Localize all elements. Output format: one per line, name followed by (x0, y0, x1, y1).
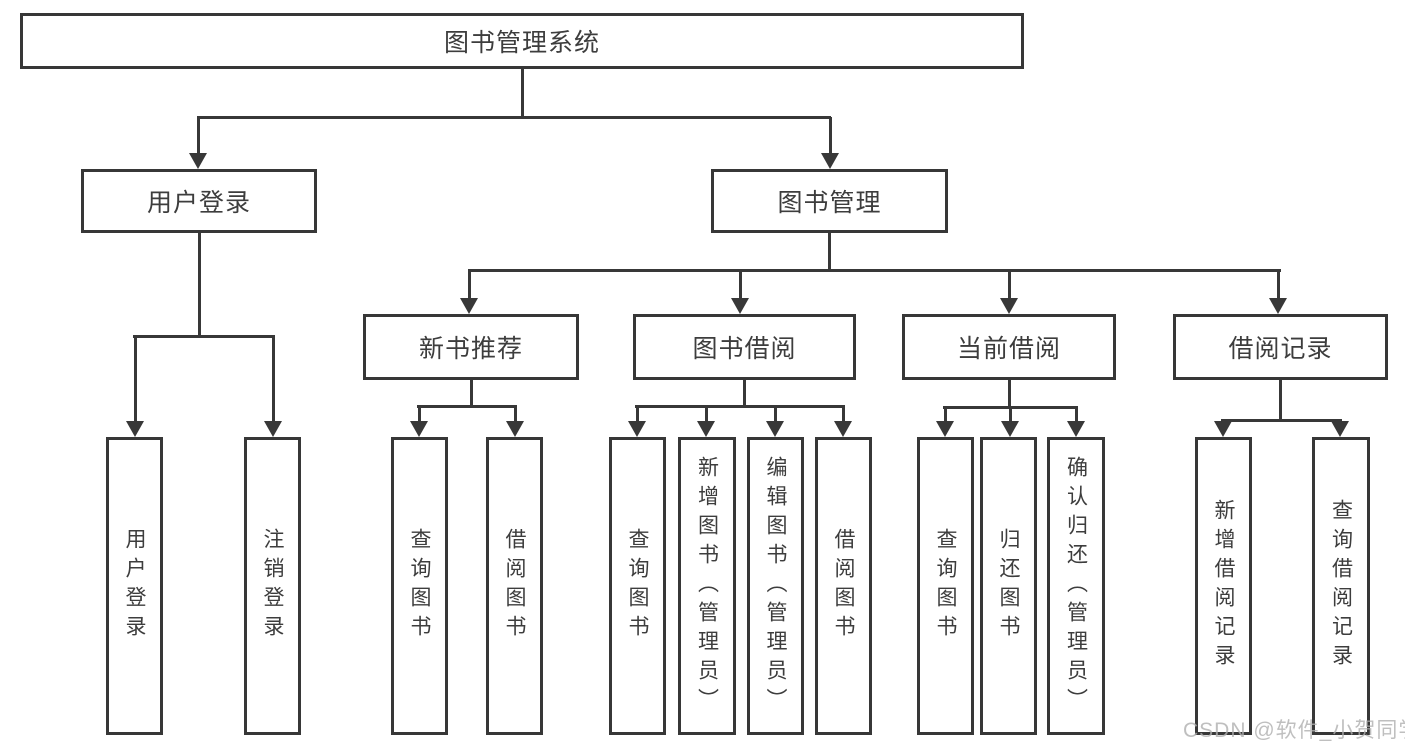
connector-line (1008, 407, 1012, 425)
connector-line (1276, 270, 1280, 302)
node-label: 查询借阅记录 (1329, 499, 1353, 673)
connector-line (133, 336, 137, 425)
node-label: 编辑图书（管理员） (764, 455, 787, 717)
leaf-return-book: 归还图书 (980, 437, 1037, 735)
connector-line (1278, 380, 1282, 422)
connector-line (1007, 270, 1011, 302)
connector-line (196, 117, 200, 157)
node-label: 注销登录 (261, 528, 284, 644)
connector-line (469, 380, 473, 408)
leaf-edit-book-admin: 编辑图书（管理员） (747, 437, 804, 735)
leaf-add-book-admin: 新增图书（管理员） (678, 437, 736, 735)
arrow-down-icon (936, 421, 954, 437)
connector-line (773, 406, 777, 425)
connector-line (417, 404, 517, 408)
connector-line (197, 115, 831, 119)
arrow-down-icon (410, 421, 428, 437)
connector-line (1007, 380, 1011, 409)
node-label: 当前借阅 (956, 335, 1061, 363)
node-label: 新增借阅记录 (1212, 499, 1235, 673)
connector-line (520, 69, 524, 118)
node-label: 借阅记录 (1228, 335, 1333, 363)
connector-line (1221, 418, 1342, 422)
connector-line (468, 268, 1281, 272)
arrow-down-icon (628, 421, 646, 437)
connector-line (467, 270, 471, 302)
node-label: 借阅图书 (832, 528, 855, 644)
connector-line (841, 406, 845, 425)
arrow-down-icon (731, 298, 749, 314)
node-label: 新书推荐 (418, 335, 523, 363)
arrow-down-icon (821, 153, 839, 169)
connector-line (417, 406, 421, 425)
node-label: 查询图书 (934, 528, 957, 644)
node-label: 归还图书 (997, 528, 1020, 644)
node-label: 图书管理 (777, 189, 882, 217)
node-new-book-recommend: 新书推荐 (363, 314, 579, 380)
node-label: 查询图书 (408, 528, 431, 644)
arrow-down-icon (834, 421, 852, 437)
node-root: 图书管理系统 (20, 13, 1024, 69)
arrow-down-icon (126, 421, 144, 437)
connector-line (271, 336, 275, 425)
leaf-query-books-current: 查询图书 (917, 437, 974, 735)
node-book-borrow: 图书借阅 (633, 314, 856, 380)
node-label: 确认归还（管理员） (1064, 455, 1088, 717)
node-borrow-records: 借阅记录 (1173, 314, 1388, 380)
arrow-down-icon (1269, 298, 1287, 314)
connector-line (1074, 407, 1078, 425)
node-book-management: 图书管理 (711, 169, 948, 233)
arrow-down-icon (1001, 421, 1019, 437)
leaf-add-borrow-record: 新增借阅记录 (1195, 437, 1252, 735)
node-label: 用户登录 (123, 528, 146, 644)
leaf-confirm-return-admin: 确认归还（管理员） (1047, 437, 1105, 735)
arrow-down-icon (1331, 421, 1349, 437)
leaf-query-books-borrow: 查询图书 (609, 437, 666, 735)
leaf-borrow-books-recommend: 借阅图书 (486, 437, 543, 735)
leaf-query-books-recommend: 查询图书 (391, 437, 448, 735)
node-label: 图书管理系统 (443, 29, 600, 57)
arrow-down-icon (697, 421, 715, 437)
node-label: 图书借阅 (692, 335, 797, 363)
arrow-down-icon (189, 153, 207, 169)
connector-line (704, 406, 708, 425)
connector-line (943, 407, 947, 425)
connector-line (197, 233, 201, 338)
connector-line (828, 117, 832, 157)
connector-line (513, 406, 517, 425)
node-label: 新增图书（管理员） (695, 455, 719, 717)
leaf-logout: 注销登录 (244, 437, 301, 735)
node-label: 借阅图书 (503, 528, 526, 644)
leaf-borrow-books: 借阅图书 (815, 437, 872, 735)
arrow-down-icon (460, 298, 478, 314)
connector-line (738, 270, 742, 302)
connector-line (635, 406, 639, 425)
csdn-watermark: CSDN @软件_小贺同学 (1183, 719, 1405, 742)
connector-line (133, 334, 275, 338)
connector-line (742, 380, 746, 408)
leaf-query-borrow-record: 查询借阅记录 (1312, 437, 1370, 735)
arrow-down-icon (1067, 421, 1085, 437)
arrow-down-icon (766, 421, 784, 437)
arrow-down-icon (264, 421, 282, 437)
node-current-borrow: 当前借阅 (902, 314, 1116, 380)
node-label: 用户登录 (146, 189, 251, 217)
node-user-login: 用户登录 (81, 169, 317, 233)
node-label: 查询图书 (626, 528, 649, 644)
arrow-down-icon (1214, 421, 1232, 437)
connector-line (635, 404, 845, 408)
arrow-down-icon (1000, 298, 1018, 314)
connector-line (827, 233, 831, 272)
leaf-user-login: 用户登录 (106, 437, 163, 735)
arrow-down-icon (506, 421, 524, 437)
